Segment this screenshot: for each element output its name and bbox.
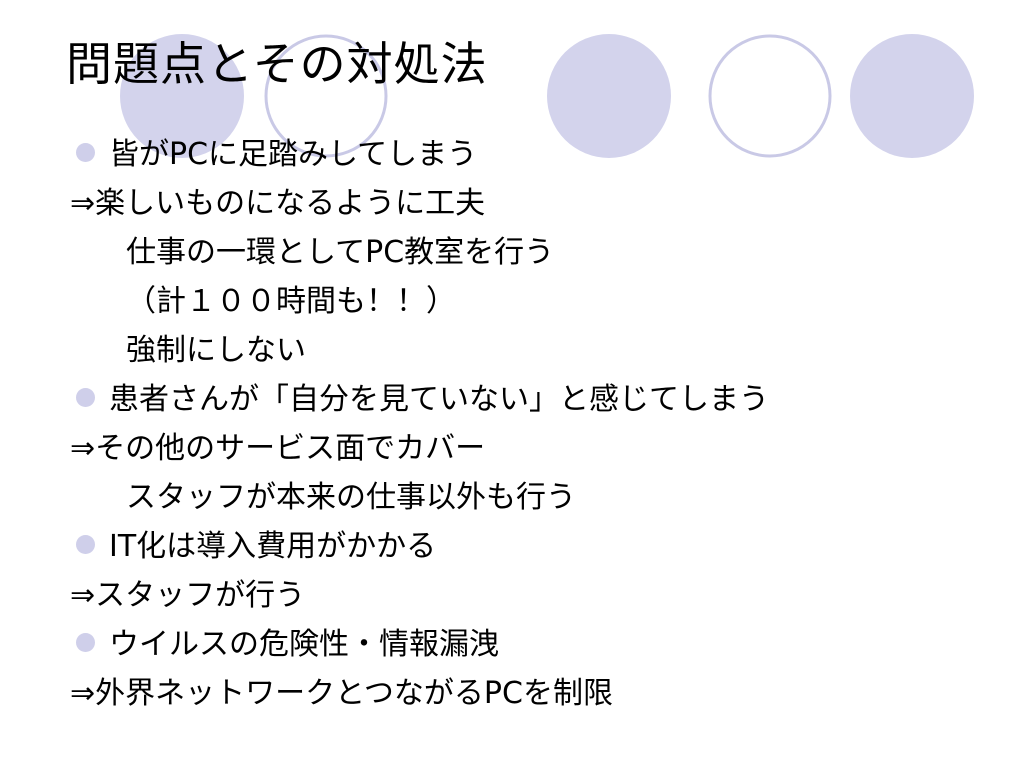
bullet-text: ウイルスの危険性・情報漏洩 xyxy=(109,627,499,662)
sub-text: 強制にしない xyxy=(126,333,306,368)
result-text: ⇒外界ネットワークとつながるPCを制限 xyxy=(70,676,613,711)
bullet-text: 患者さんが「自分を見ていない」と感じてしまう xyxy=(109,382,769,417)
sub-text: （計１００時間も！！） xyxy=(126,284,456,319)
result-line: ⇒外界ネットワークとつながるPCを制限 xyxy=(70,669,613,719)
deco-circle-5 xyxy=(708,34,832,158)
deco-circle-6 xyxy=(850,34,974,158)
result-line: ⇒スタッフが行う xyxy=(70,571,305,621)
deco-circle-1 xyxy=(120,34,244,158)
bullet-text: 皆がPCに足踏みしてしまう xyxy=(109,137,478,172)
slide-title: 問題点とその対処法 xyxy=(66,37,488,91)
bullet-item: IT化は導入費用がかかる xyxy=(76,522,436,572)
result-text: ⇒その他のサービス面でカバー xyxy=(70,431,486,466)
circle-row-decoration-icon xyxy=(120,34,974,158)
sub-line: （計１００時間も！！） xyxy=(126,277,456,327)
bullet-item: 患者さんが「自分を見ていない」と感じてしまう xyxy=(76,375,769,425)
bullet-item: ウイルスの危険性・情報漏洩 xyxy=(76,620,499,670)
result-line: ⇒楽しいものになるように工夫 xyxy=(70,179,485,229)
sub-text: スタッフが本来の仕事以外も行う xyxy=(126,480,576,515)
bullet-item: 皆がPCに足踏みしてしまう xyxy=(76,130,477,180)
bullet-circle-icon xyxy=(76,143,95,162)
bullet-text: IT化は導入費用がかかる xyxy=(109,529,437,564)
result-line: ⇒その他のサービス面でカバー xyxy=(70,424,485,474)
sub-line: 仕事の一環としてPC教室を行う xyxy=(126,228,554,278)
sub-text: 仕事の一環としてPC教室を行う xyxy=(126,235,555,270)
deco-circle-2 xyxy=(264,34,388,158)
sub-line: スタッフが本来の仕事以外も行う xyxy=(126,473,576,523)
bullet-circle-icon xyxy=(76,633,95,652)
bullet-circle-icon xyxy=(76,535,95,554)
deco-circle-4 xyxy=(547,34,671,158)
result-text: ⇒楽しいものになるように工夫 xyxy=(70,186,486,221)
sub-line: 強制にしない xyxy=(126,326,306,376)
bullet-circle-icon xyxy=(76,388,95,407)
result-text: ⇒スタッフが行う xyxy=(70,578,306,613)
